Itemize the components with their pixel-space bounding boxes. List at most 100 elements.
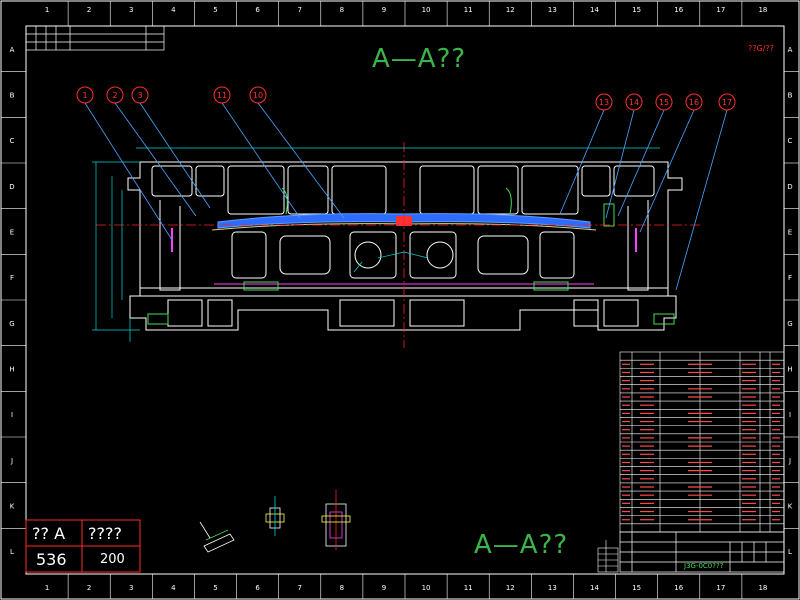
border-column-label: 11: [464, 584, 473, 592]
border-column-labels: 1122334455667788991010111112121313141415…: [45, 1, 767, 599]
border-column-label: 1: [45, 584, 49, 592]
border-column-label: 8: [340, 6, 344, 14]
balloon-circle: [213, 86, 231, 104]
left-wall: [159, 200, 181, 291]
detail-parts: [147, 187, 675, 325]
border-row-label: L: [10, 548, 14, 556]
balloon-label: 15: [659, 98, 669, 107]
balloon-label: 11: [217, 91, 227, 100]
border-column-label: 8: [340, 584, 344, 592]
balloon-circle: [249, 86, 267, 104]
border-row-label: C: [10, 137, 15, 145]
border-column-label: 12: [506, 6, 515, 14]
drawing-title-strip: [619, 531, 785, 573]
border-column-label: 17: [716, 6, 725, 14]
border-column-label: 13: [548, 6, 557, 14]
balloon-label: 10: [253, 91, 263, 100]
border-row-label: K: [788, 503, 793, 511]
border-column-label: 15: [632, 584, 641, 592]
balloon-label: 17: [722, 98, 732, 107]
title-block: [25, 519, 141, 573]
border-column-label: 10: [422, 584, 431, 592]
leader-lines: [84, 102, 728, 291]
border-row-label: I: [789, 411, 791, 419]
view-title-top: A—A??: [372, 44, 467, 74]
view-title-bottom: A—A??: [474, 530, 569, 560]
balloon-circle: [106, 86, 124, 104]
border-column-label: 4: [171, 6, 176, 14]
border-row-label: B: [10, 92, 15, 100]
border-column-label: 16: [674, 6, 683, 14]
border-column-label: 3: [129, 584, 133, 592]
drawing-number: J3G-0C0???: [684, 562, 724, 570]
border-column-label: 1: [45, 6, 49, 14]
border-column-label: 2: [87, 6, 91, 14]
balloon-circle: [718, 93, 736, 111]
border-column-label: 2: [87, 584, 91, 592]
detail-view-1: [199, 521, 235, 553]
border-column-label: 5: [213, 6, 217, 14]
balloon-circle: [76, 86, 94, 104]
border-column-label: 14: [590, 6, 599, 14]
lower-pockets: [167, 231, 639, 327]
balloon-circle: [625, 93, 643, 111]
centerlines: [96, 142, 700, 348]
border-row-label: E: [10, 229, 14, 237]
border-column-label: 18: [758, 584, 767, 592]
upper-ribs: [151, 165, 655, 215]
balloon-label: 3: [137, 91, 142, 100]
right-wall: [627, 200, 649, 291]
detail-view-2: [265, 496, 285, 536]
border-row-label: I: [11, 411, 13, 419]
border-column-label: 16: [674, 584, 683, 592]
border-row-label: G: [9, 320, 14, 328]
balloon-circle: [595, 93, 613, 111]
border-row-label: A: [10, 46, 15, 54]
border-column-label: 18: [758, 6, 767, 14]
dimension-lines: [92, 147, 660, 342]
balloon-label: 16: [689, 98, 699, 107]
border-row-label: D: [787, 183, 792, 191]
border-row-label: E: [788, 229, 792, 237]
revision-table: [25, 25, 165, 51]
balloon-label: 14: [629, 98, 639, 107]
balloon-circle: [131, 86, 149, 104]
title-block-right-value: 200: [100, 552, 125, 567]
balloon-circle: [685, 93, 703, 111]
balloon-label: 13: [599, 98, 609, 107]
border-column-label: 6: [255, 584, 260, 592]
border-row-label: L: [788, 548, 792, 556]
border-column-label: 13: [548, 584, 557, 592]
border-column-label: 14: [590, 584, 599, 592]
border-row-label: H: [787, 366, 792, 374]
border-column-label: 3: [129, 6, 133, 14]
border-row-label: F: [788, 274, 792, 282]
border-column-label: 6: [255, 6, 260, 14]
title-block-left-value: 536: [36, 550, 67, 569]
title-block-left-header: ?? A: [32, 524, 66, 543]
inner-frame: [25, 25, 785, 575]
border-row-label: J: [10, 457, 13, 465]
stamp-block: [597, 540, 619, 573]
title-block-right-header: ????: [88, 524, 122, 543]
border-column-label: 9: [382, 584, 386, 592]
border-column-label: 12: [506, 584, 515, 592]
die-section-view: [127, 161, 683, 331]
border-row-label: G: [787, 320, 792, 328]
balloon-label: 1: [82, 91, 87, 100]
border-column-label: 11: [464, 6, 473, 14]
border-column-label: 9: [382, 6, 386, 14]
border-column-label: 10: [422, 6, 431, 14]
border-column-label: 17: [716, 584, 725, 592]
revision-note: ??G/??: [748, 44, 774, 53]
parts-list-table: [619, 351, 785, 533]
border-column-label: 4: [171, 584, 176, 592]
border-row-label: A: [788, 46, 793, 54]
border-column-label: 7: [297, 584, 301, 592]
border-row-label: B: [788, 92, 793, 100]
border-row-label: F: [10, 274, 14, 282]
